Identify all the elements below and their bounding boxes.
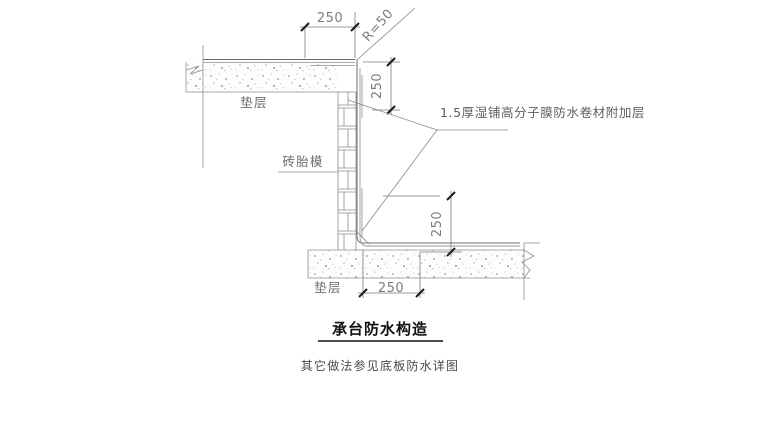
left-break-symbol	[185, 65, 204, 75]
dimension-upper-250: 250	[363, 57, 400, 115]
brick-formwork-wall	[337, 91, 357, 255]
right-break-symbol	[521, 249, 535, 279]
membrane-outer-line	[356, 59, 520, 244]
dim-tick-right	[350, 22, 360, 32]
title-block: 承台防水构造 其它做法参见底板防水详图	[301, 320, 459, 373]
dimension-lower-250: 250	[383, 191, 462, 257]
label-bottom-cushion-text: 垫层	[314, 280, 341, 295]
membrane-note-callout: 1.5厚湿铺高分子膜防水卷材附加层	[347, 99, 645, 232]
membrane-leader-lower	[361, 129, 438, 232]
label-top-cushion-text: 垫层	[240, 95, 267, 110]
dim-tick-top	[386, 57, 396, 67]
membrane-inner-line	[359, 68, 520, 247]
dim-bottom-250-text: 250	[378, 281, 404, 296]
dim-tick-left	[300, 22, 310, 32]
dim-lower-250-text: 250	[430, 211, 445, 237]
label-brick-formwork-text: 砖胎模	[282, 154, 323, 169]
dim-tick-bottom	[446, 247, 456, 257]
brick-wall-outline	[337, 91, 357, 255]
dim-upper-250-text: 250	[370, 73, 385, 99]
radius-leader-line	[357, 7, 416, 60]
dim-tick-left	[358, 288, 368, 298]
membrane-leader-upper	[347, 99, 438, 131]
drawing-subtitle: 其它做法参见底板防水详图	[301, 358, 459, 373]
label-bottom-cushion: 垫层	[314, 280, 341, 295]
dim-tick-right	[415, 288, 425, 298]
dimension-bottom-250: 250	[358, 250, 425, 298]
bottom-cushion-slab	[307, 242, 540, 300]
dim-top-250-text: 250	[317, 11, 343, 26]
top-cushion-slab	[185, 45, 355, 168]
waterproof-membrane	[356, 59, 520, 247]
drawing-title: 承台防水构造	[332, 320, 428, 338]
dim-tick-top	[446, 191, 456, 201]
membrane-chamfer-inner	[359, 234, 370, 245]
top-cushion-hatch	[186, 62, 338, 92]
membrane-note-text: 1.5厚湿铺高分子膜防水卷材附加层	[440, 105, 645, 120]
bottom-cushion-hatch	[308, 250, 524, 278]
dimension-top-250: 250	[300, 11, 360, 58]
label-top-cushion: 垫层	[240, 95, 267, 110]
dim-tick-bottom	[386, 105, 396, 115]
label-brick-formwork: 砖胎模	[278, 154, 338, 173]
